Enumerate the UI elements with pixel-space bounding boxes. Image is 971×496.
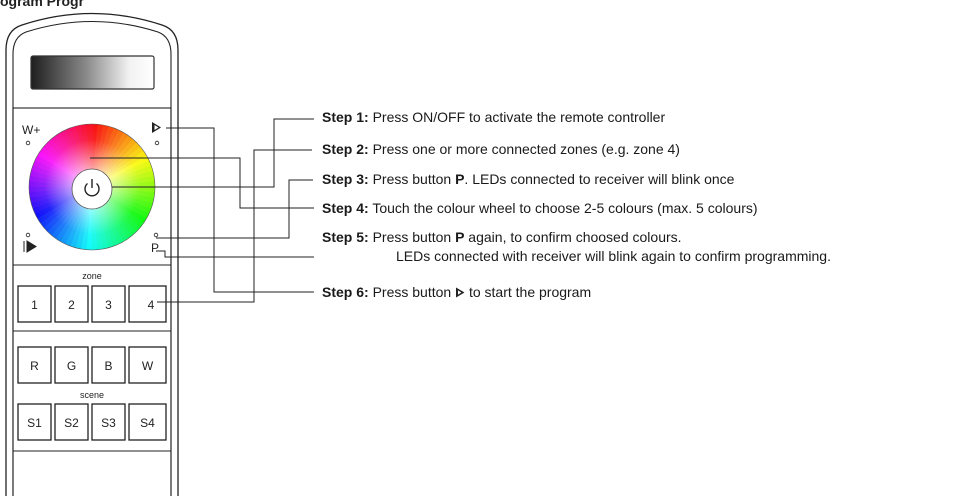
scene-key-s3-label: S3	[101, 416, 116, 430]
heading: ogram Progr	[0, 0, 85, 9]
zone-label: zone	[82, 271, 102, 281]
step-6-post: to start the program	[465, 284, 592, 300]
scene-key-s2[interactable]	[54, 403, 89, 441]
zone-row: 1 2 3 4	[17, 285, 167, 323]
leader-lines	[90, 118, 314, 303]
color-row: R G B W	[17, 346, 167, 384]
step-5-label: Step 5:	[322, 229, 369, 245]
leader-step-5	[156, 250, 314, 258]
p-dot	[153, 232, 159, 238]
step-3-post: . LEDs connected to receiver will blink …	[464, 171, 735, 187]
play-icon-top[interactable]	[152, 122, 161, 133]
color-key-g[interactable]	[54, 346, 89, 384]
power-icon	[84, 179, 100, 197]
scene-key-s1-label: S1	[27, 416, 42, 430]
color-key-g-label: G	[67, 359, 76, 373]
step-6-pre: Press button	[372, 284, 456, 300]
step-4-text: Touch the colour wheel to choose 2-5 col…	[372, 200, 758, 216]
leader-step-4	[90, 157, 314, 209]
color-key-r-label: R	[30, 359, 39, 373]
zone-key-2-label: 2	[68, 298, 75, 312]
step-3: Step 3: Press button P. LEDs connected t…	[322, 170, 734, 189]
step-3-key: P	[455, 171, 465, 187]
step-1-label: Step 1:	[322, 109, 369, 125]
leader-step-6	[166, 127, 314, 293]
play-top-dot	[154, 140, 160, 146]
zone-key-4[interactable]	[128, 285, 167, 323]
color-key-b-label: B	[104, 359, 112, 373]
step-3-label: Step 3:	[322, 171, 369, 187]
zone-key-3-label: 3	[105, 298, 112, 312]
step-6: Step 6: Press button to start the progra…	[322, 283, 591, 302]
color-key-w[interactable]	[128, 346, 167, 384]
step-5-line2: LEDs connected with receiver will blink …	[396, 248, 831, 264]
steps-list: Step 1: Press ON/OFF to activate the rem…	[322, 0, 971, 496]
p-button[interactable]: P	[151, 241, 159, 255]
step-5-pre: Press button	[372, 229, 456, 245]
scene-key-s4-label: S4	[140, 416, 155, 430]
step-5: Step 5: Press button P again, to confirm…	[322, 228, 831, 266]
scene-key-s4[interactable]	[128, 403, 167, 441]
zone-key-2[interactable]	[54, 285, 89, 323]
step-5-key: P	[455, 229, 465, 245]
w-plus-label[interactable]: W+	[22, 123, 40, 137]
step-2: Step 2: Press one or more connected zone…	[322, 140, 680, 159]
step-2-label: Step 2:	[322, 141, 369, 157]
leader-step-3	[156, 179, 313, 239]
leader-step-2	[157, 149, 312, 303]
color-key-b[interactable]	[91, 346, 126, 384]
play-icon-bottom[interactable]	[23, 240, 37, 253]
scene-row: S1 S2 S3 S4	[17, 403, 167, 441]
zone-key-3[interactable]	[91, 285, 126, 323]
color-key-r[interactable]	[17, 346, 52, 384]
play-bottom-dot	[25, 232, 31, 238]
scene-label: scene	[80, 390, 104, 400]
step-6-label: Step 6:	[322, 284, 369, 300]
scene-key-s2-label: S2	[64, 416, 79, 430]
lcd-display	[30, 55, 155, 90]
play-icon	[456, 287, 465, 298]
step-5-post: again, to confirm choosed colours.	[464, 229, 682, 245]
w-plus-dot	[25, 140, 31, 146]
step-2-text: Press one or more connected zones (e.g. …	[372, 141, 680, 157]
color-key-w-label: W	[142, 359, 154, 373]
step-4: Step 4: Touch the colour wheel to choose…	[322, 199, 758, 218]
step-4-label: Step 4:	[322, 200, 369, 216]
zone-key-1[interactable]	[17, 285, 52, 323]
step-1: Step 1: Press ON/OFF to activate the rem…	[322, 108, 665, 127]
power-button[interactable]	[71, 168, 113, 210]
zone-key-1-label: 1	[31, 298, 38, 312]
step-3-pre: Press button	[372, 171, 456, 187]
scene-key-s1[interactable]	[17, 403, 52, 441]
remote-body-inner	[12, 20, 172, 496]
step-1-text: Press ON/OFF to activate the remote cont…	[372, 109, 666, 125]
scene-key-s3[interactable]	[91, 403, 126, 441]
zone-key-4-label: 4	[148, 298, 155, 312]
keypad-frame	[12, 107, 172, 496]
leader-step-1	[112, 118, 314, 188]
